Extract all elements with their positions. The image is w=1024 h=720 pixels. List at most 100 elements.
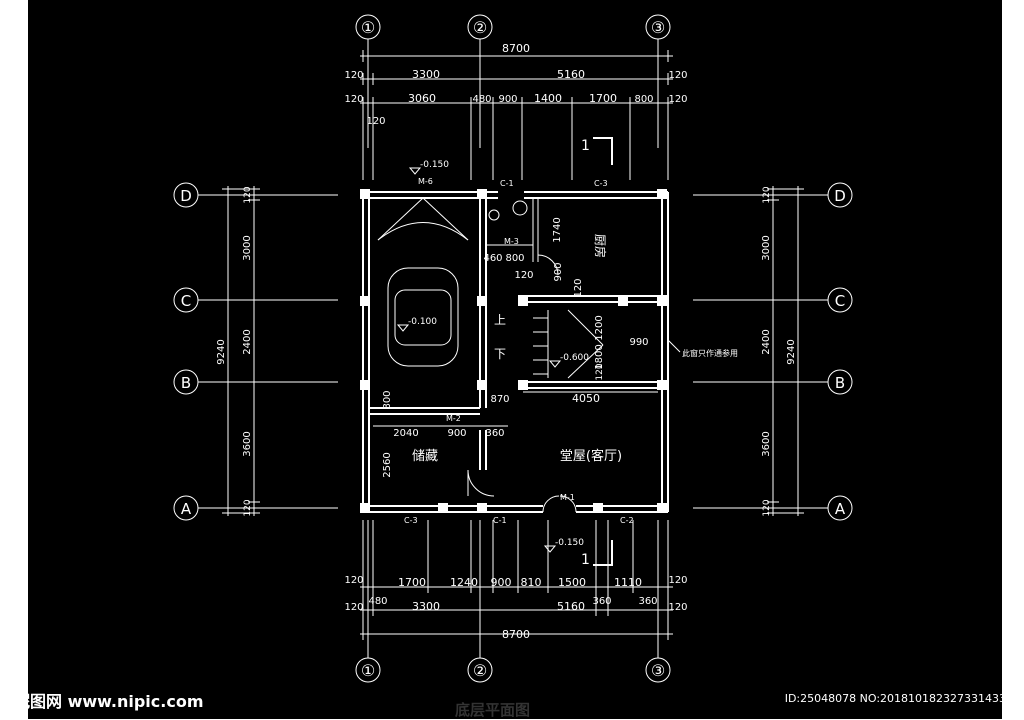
tag-C3-top: C-3: [594, 179, 608, 188]
room-label-storage: 储藏: [412, 449, 438, 464]
drawing-canvas: ① ② ③ ① ② ③ D C B A D C B A: [28, 0, 1002, 719]
top-dimension-chains: 8700 120 3300 5160 120 120 3060 480 900 …: [344, 42, 688, 180]
section-marks: 1 1: [581, 137, 613, 568]
axis-label-2-bottom: ②: [473, 661, 487, 680]
tag-M6: M-6: [418, 177, 433, 186]
bottom-dim-r2-5: 360: [638, 596, 657, 607]
left-dim-seg-2: 2400: [242, 329, 253, 354]
int-dim-120b: 120: [573, 278, 584, 297]
right-dim-total: 9240: [786, 339, 797, 364]
horizontal-axis-lines: [198, 194, 828, 509]
top-dim-r2-7: 120: [668, 94, 687, 105]
tag-C3-bottom: C-3: [404, 516, 418, 525]
top-dim-extra: 120: [366, 116, 385, 127]
bottom-dimension-chains: 120 1700 1240 900 810 1500 1110 120 120 …: [344, 520, 688, 641]
bottom-dim-r2-3: 5160: [557, 600, 585, 613]
top-dim-r2-2: 480: [472, 94, 491, 105]
top-dim-r2-5: 1700: [589, 92, 617, 105]
side-dimension-chains-left: 9240 120 3000 2400 3600 120: [216, 186, 260, 517]
toilet-symbol: [488, 200, 528, 221]
tag-M3: M-3: [504, 237, 519, 246]
axis-label-C-left: C: [181, 292, 191, 310]
int-dim-120a: 120: [514, 270, 533, 281]
side-dimension-chains-right: 120 3000 2400 3600 120 9240: [761, 186, 804, 517]
tag-C1-bottom: C-1: [493, 516, 507, 525]
axis-label-A-left: A: [181, 500, 192, 518]
bottom-dim-r2-4: 360: [592, 596, 611, 607]
drawing-title: 底层平面图: [455, 701, 531, 719]
top-dim-r2-3: 900: [498, 94, 517, 105]
int-dim-360: 360: [485, 428, 504, 439]
int-dim-460: 460: [483, 253, 502, 264]
axis-label-D-right: D: [834, 187, 846, 205]
bottom-dim-r2-1: 480: [368, 596, 387, 607]
int-dim-900b: 900: [447, 428, 466, 439]
int-dim-1740: 1740: [552, 217, 563, 242]
top-dim-r1-2: 5160: [557, 68, 585, 81]
right-dim-seg-0: 120: [762, 186, 772, 203]
section-mark-top: 1: [581, 138, 590, 154]
watermark-nipic: 昵图网 www.nipic.com: [14, 692, 204, 711]
door-window-tags: M-6 M-3 M-2 M-1 C-1 C-3 C-3 C-1 C-2: [404, 177, 634, 525]
axis-label-D-left: D: [180, 187, 192, 205]
int-dim-870: 870: [490, 394, 509, 405]
bottom-dim-r1-2: 1240: [450, 576, 478, 589]
int-dim-4050: 4050: [572, 392, 600, 405]
axis-label-B-right: B: [835, 374, 845, 392]
int-dim-120c: 120: [595, 363, 605, 380]
top-dim-total: 8700: [502, 42, 530, 55]
top-dim-r1-3: 120: [668, 70, 687, 81]
axis-label-3-top: ③: [651, 18, 665, 37]
bottom-dim-r1-0: 120: [344, 575, 363, 586]
room-labels: 厨房 储藏 堂屋(客厅) 上 下 此窗只作通参用: [412, 234, 738, 464]
elevation-marks: -0.150 -0.100 -0.600 -0.150: [396, 160, 589, 553]
int-dim-1800: 1800: [594, 344, 605, 369]
top-dim-r2-4: 1400: [534, 92, 562, 105]
tag-C1-top: C-1: [500, 179, 514, 188]
elev-mark-3: -0.600: [560, 353, 589, 363]
left-dim-seg-0: 120: [243, 186, 253, 203]
top-dim-r2-1: 3060: [408, 92, 436, 105]
axis-bubbles-bottom: ① ② ③: [355, 657, 671, 683]
bottom-dim-r1-6: 1110: [614, 576, 642, 589]
elev-mark-4: -0.150: [555, 538, 584, 548]
axis-label-B-left: B: [181, 374, 191, 392]
int-dim-800b: 800: [382, 390, 393, 409]
bottom-dim-total: 8700: [502, 628, 530, 641]
int-dim-900: 900: [553, 262, 564, 281]
right-dim-seg-2: 2400: [761, 329, 772, 354]
right-dim-seg-1: 3000: [761, 235, 772, 260]
bottom-dim-r2-2: 3300: [412, 600, 440, 613]
bottom-dim-r1-1: 1700: [398, 576, 426, 589]
stair-symbol: [533, 309, 604, 379]
room-label-hall: 堂屋(客厅): [560, 448, 622, 464]
tag-C2: C-2: [620, 516, 634, 525]
right-dim-seg-4: 120: [762, 499, 772, 516]
bottom-dim-r2-0: 120: [344, 602, 363, 613]
bottom-dim-r1-4: 810: [521, 576, 542, 589]
left-dim-seg-3: 3600: [242, 431, 253, 456]
stair-label-up: 上: [494, 313, 506, 327]
axis-bubbles-top: ① ② ③: [355, 14, 671, 40]
window-note: 此窗只作通参用: [682, 348, 738, 358]
top-dim-r1-0: 120: [344, 70, 363, 81]
int-dim-1200: 1200: [594, 315, 605, 340]
axis-label-A-right: A: [835, 500, 846, 518]
int-dim-2040: 2040: [393, 428, 418, 439]
top-dim-r2-0: 120: [344, 94, 363, 105]
vertical-axis-lines: [367, 39, 659, 658]
int-dim-800: 800: [505, 253, 524, 264]
left-dim-total: 9240: [216, 339, 227, 364]
axis-label-1-bottom: ①: [361, 661, 375, 680]
left-dim-seg-4: 120: [243, 499, 253, 516]
elev-mark-1: -0.150: [420, 160, 449, 170]
door-swings: [467, 254, 577, 513]
axis-label-3-bottom: ③: [651, 661, 665, 680]
section-mark-bottom: 1: [581, 552, 590, 568]
top-dim-r2-6: 800: [634, 94, 653, 105]
stair-label-down: 下: [494, 347, 506, 361]
building-walls: [360, 189, 669, 513]
interior-dimensions: 1740 460 800 120 900 120 1200 990 1800 1…: [373, 217, 658, 478]
axis-label-C-right: C: [835, 292, 845, 310]
bottom-dim-r1-5: 1500: [558, 576, 586, 589]
